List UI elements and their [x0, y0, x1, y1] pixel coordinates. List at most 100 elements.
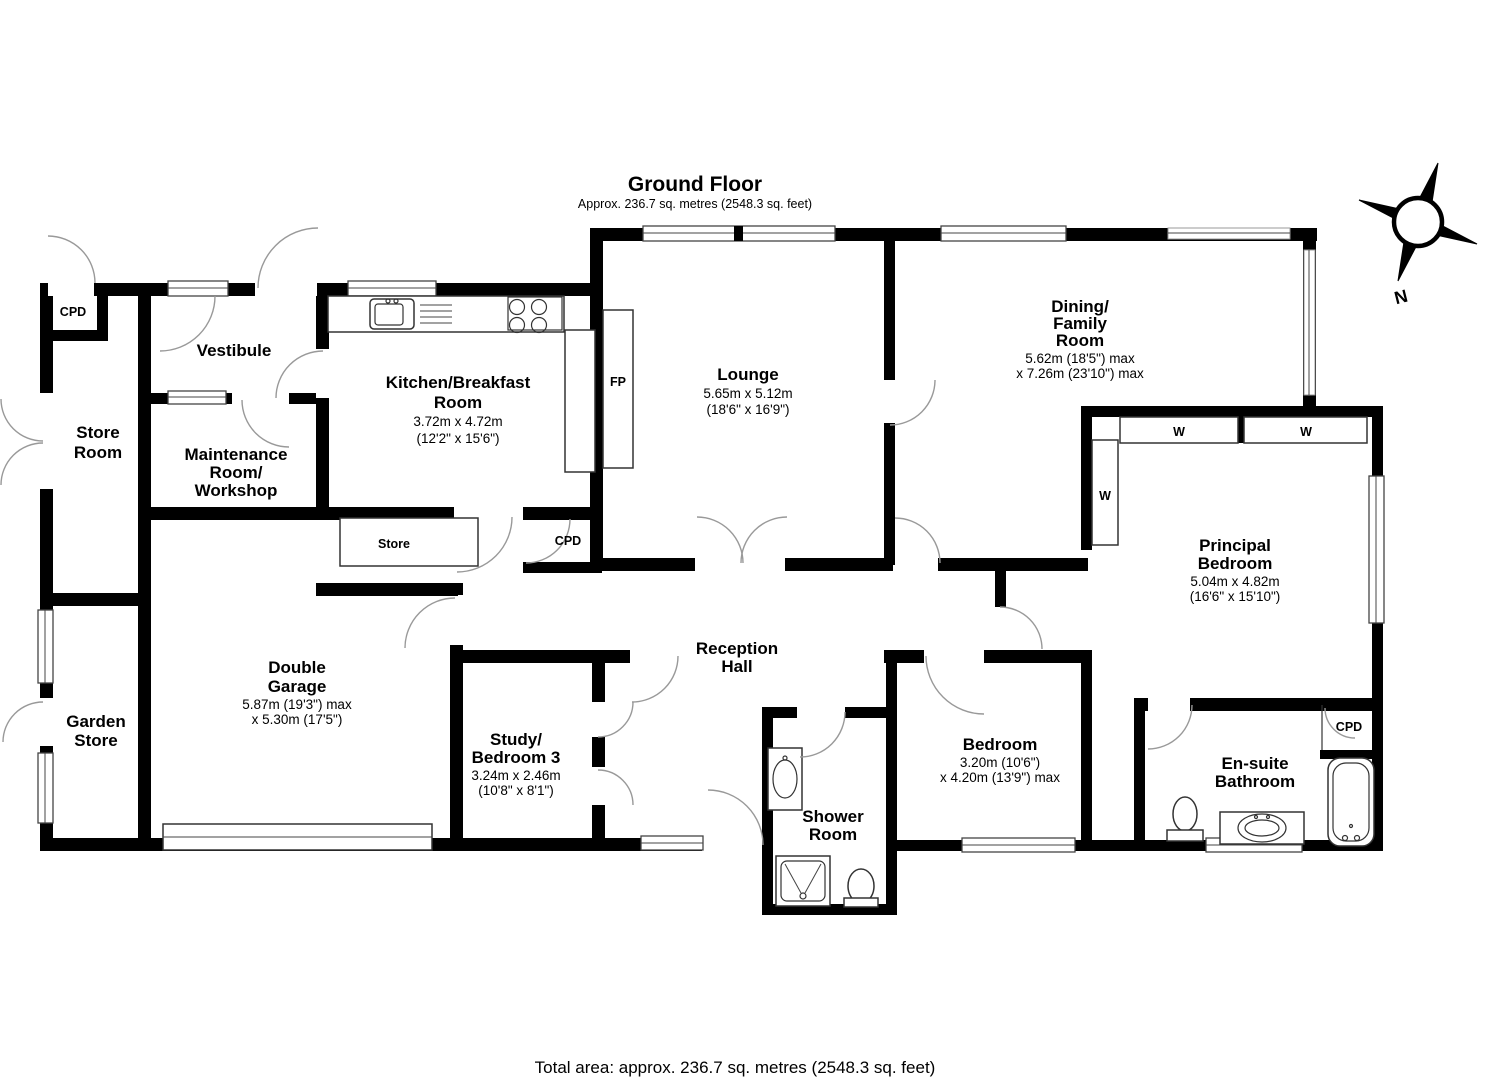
kitchen-sink: [369, 298, 452, 330]
room-label-study: Study/ Bedroom 3 3.24m x 2.46m (10'8" x …: [471, 730, 560, 798]
svg-text:Workshop: Workshop: [195, 481, 278, 500]
window: [167, 390, 227, 405]
cpd-label-ensuite: CPD: [1336, 720, 1362, 734]
window: [640, 835, 704, 851]
page-subtitle: Approx. 236.7 sq. metres (2548.3 sq. fee…: [578, 197, 812, 211]
room-label-store-room: Store Room: [74, 423, 122, 462]
shower-toilet: [843, 868, 879, 908]
svg-text:Garage: Garage: [268, 677, 327, 696]
room-label-bedroom: Bedroom 3.20m (10'6") x 4.20m (13'9") ma…: [940, 735, 1060, 785]
door-arc: [0, 442, 44, 486]
room-label-vestibule: Vestibule: [197, 341, 272, 360]
cpd-label-hall: CPD: [555, 534, 581, 548]
room-label-principal-bedroom: Principal Bedroom 5.04m x 4.82m (16'6" x…: [1190, 536, 1281, 604]
svg-text:(18'6" x 16'9"): (18'6" x 16'9"): [706, 402, 789, 417]
total-area-text: Total area: approx. 236.7 sq. metres (25…: [535, 1058, 936, 1077]
feature-labels: CPD CPD CPD Store FP W W W: [60, 305, 1362, 734]
svg-text:En-suite: En-suite: [1221, 754, 1288, 773]
door-arc: [47, 235, 96, 284]
svg-text:Bedroom: Bedroom: [963, 735, 1038, 754]
svg-text:Room: Room: [434, 393, 482, 412]
door-arc: [404, 597, 456, 649]
bathtub: [1327, 757, 1375, 847]
door-arc: [631, 655, 679, 703]
wardrobe-label-1: W: [1173, 425, 1185, 439]
door-arc: [275, 350, 324, 399]
door-arc: [597, 769, 634, 806]
doors: [0, 227, 1356, 846]
svg-text:Bedroom: Bedroom: [1198, 554, 1273, 573]
door-arc: [2, 701, 44, 743]
window: [347, 280, 437, 297]
door-arc: [999, 606, 1043, 650]
fixtures: [162, 295, 1375, 908]
door-arc: [707, 789, 764, 846]
svg-text:Bedroom 3: Bedroom 3: [472, 748, 561, 767]
door-arc: [456, 516, 513, 573]
svg-text:x 4.20m (13'9") max: x 4.20m (13'9") max: [940, 770, 1060, 785]
door-arc: [799, 711, 846, 758]
room-label-kitchen: Kitchen/Breakfast Room 3.72m x 4.72m (12…: [386, 373, 531, 446]
door-arc: [894, 517, 941, 564]
room-label-ensuite: En-suite Bathroom: [1215, 754, 1295, 791]
svg-text:x 5.30m (17'5"): x 5.30m (17'5"): [252, 712, 343, 727]
wardrobe-label-3: W: [1099, 489, 1111, 503]
ensuite-toilet: [1166, 796, 1204, 842]
compass-icon: N: [1358, 162, 1478, 308]
room-label-maintenance: Maintenance Room/ Workshop: [185, 445, 288, 500]
kitchen-hob: [507, 296, 563, 334]
svg-text:(10'8" x 8'1"): (10'8" x 8'1"): [478, 783, 554, 798]
svg-text:Family: Family: [1053, 314, 1107, 333]
wall-openings: [40, 283, 762, 851]
svg-text:Reception: Reception: [696, 639, 778, 658]
window: [1368, 475, 1385, 624]
svg-text:Store: Store: [76, 423, 119, 442]
svg-text:(12'2" x 15'6"): (12'2" x 15'6"): [416, 431, 499, 446]
svg-text:Principal: Principal: [1199, 536, 1271, 555]
window: [1303, 249, 1316, 396]
room-labels: Vestibule Store Room Maintenance Room/ W…: [66, 297, 1295, 844]
svg-text:5.04m x 4.82m: 5.04m x 4.82m: [1190, 574, 1279, 589]
svg-text:Room: Room: [1056, 331, 1104, 350]
door-arc: [740, 516, 788, 564]
door-arc: [889, 379, 936, 426]
store-cupboard: [339, 517, 479, 567]
fireplace: [602, 309, 634, 469]
windows: [37, 225, 1385, 853]
svg-text:3.20m (10'6"): 3.20m (10'6"): [960, 755, 1040, 770]
window: [940, 225, 1067, 242]
window: [961, 837, 1076, 853]
svg-text:5.65m x 5.12m: 5.65m x 5.12m: [703, 386, 792, 401]
cpd-label-topleft: CPD: [60, 305, 86, 319]
svg-text:Garden: Garden: [66, 712, 126, 731]
shower-tray: [775, 855, 831, 907]
door-arc: [1324, 707, 1356, 739]
window: [37, 609, 54, 684]
room-label-lounge: Lounge 5.65m x 5.12m (18'6" x 16'9"): [703, 365, 792, 417]
svg-text:Lounge: Lounge: [717, 365, 778, 384]
window: [1167, 227, 1291, 240]
wardrobe-label-2: W: [1300, 425, 1312, 439]
door-arc: [525, 518, 571, 564]
svg-text:Study/: Study/: [490, 730, 542, 749]
room-label-dining: Dining/ Family Room 5.62m (18'5") max x …: [1016, 297, 1144, 381]
svg-text:Maintenance: Maintenance: [185, 445, 288, 464]
window: [167, 280, 229, 297]
svg-text:Hall: Hall: [721, 657, 752, 676]
door-arc: [1147, 704, 1193, 750]
door-arc: [159, 295, 216, 352]
window: [37, 752, 54, 824]
svg-text:Double: Double: [268, 658, 326, 677]
svg-text:3.72m x 4.72m: 3.72m x 4.72m: [413, 414, 502, 429]
svg-text:5.87m (19'3") max: 5.87m (19'3") max: [242, 697, 352, 712]
svg-text:Dining/: Dining/: [1051, 297, 1109, 316]
svg-text:Room: Room: [74, 443, 122, 462]
svg-text:Bathroom: Bathroom: [1215, 772, 1295, 791]
svg-text:5.62m (18'5") max: 5.62m (18'5") max: [1025, 351, 1135, 366]
svg-text:Vestibule: Vestibule: [197, 341, 272, 360]
svg-text:Kitchen/Breakfast: Kitchen/Breakfast: [386, 373, 531, 392]
door-arc: [257, 227, 319, 289]
ensuite-vanity: [1219, 811, 1305, 845]
